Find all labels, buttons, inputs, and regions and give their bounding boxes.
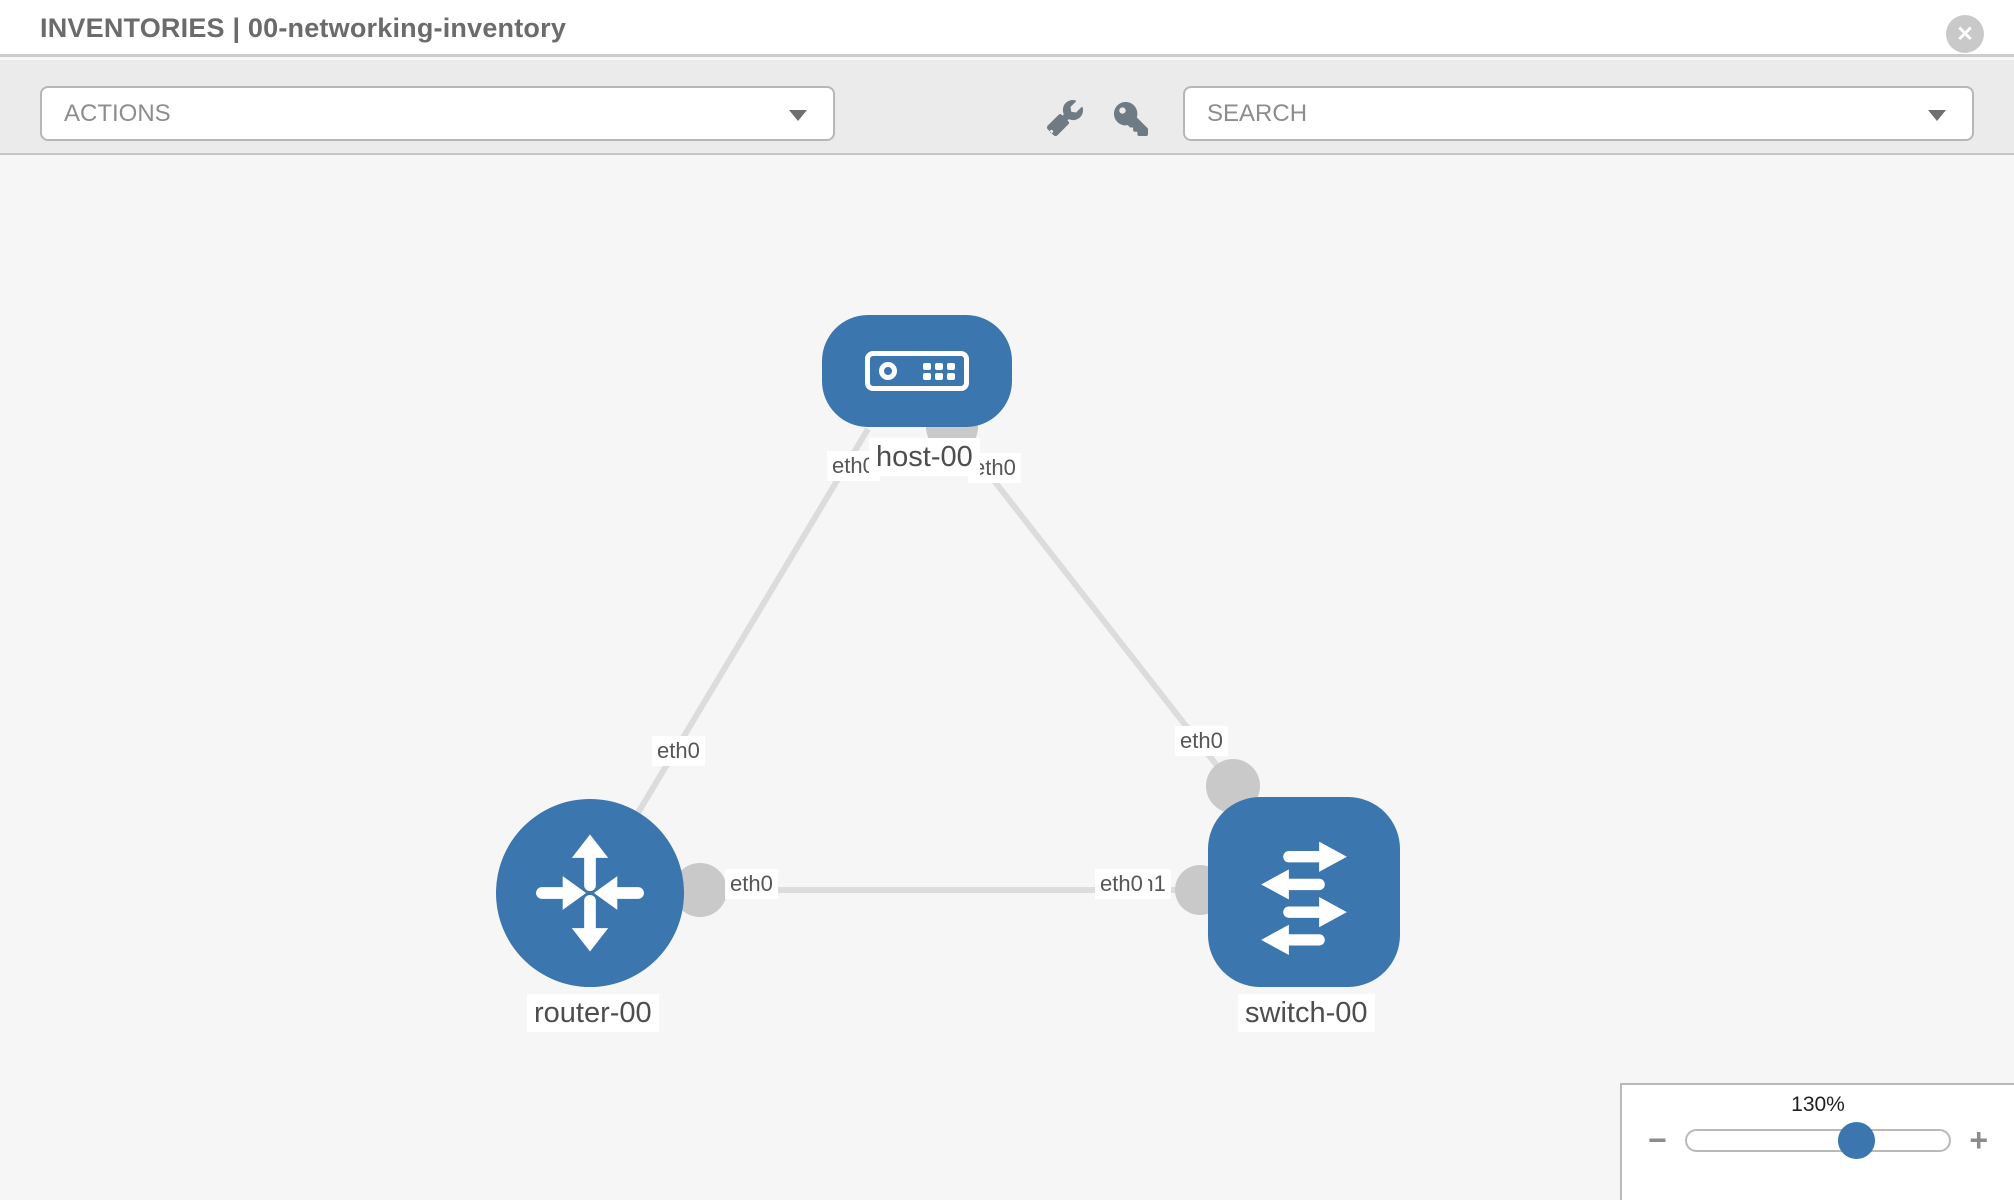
router-icon (536, 834, 644, 952)
topology-canvas[interactable]: eth0 eth0 eth0 eth0 eth0 eth0 eth1 host-… (0, 157, 2014, 1200)
zoom-panel: 130% − + (1620, 1083, 2014, 1200)
page-title: INVENTORIES | 00-networking-inventory (40, 13, 567, 43)
interface-label: eth0 (1095, 869, 1148, 899)
close-icon: ✕ (1956, 22, 1974, 46)
interface-label: eth0 (725, 869, 778, 899)
interface-label: eth0 (1175, 726, 1228, 756)
toolbar: ACTIONS SEARCH (0, 60, 2014, 155)
node-label-router: router-00 (527, 994, 659, 1032)
wrench-icon[interactable] (1047, 100, 1083, 136)
link-layer (587, 401, 1260, 917)
zoom-level-value: 130% (1791, 1093, 1845, 1116)
zoom-slider-thumb[interactable] (1838, 1121, 1876, 1159)
key-icon[interactable] (1114, 102, 1148, 136)
node-router-00[interactable] (496, 799, 684, 987)
chevron-down-icon (1928, 110, 1946, 121)
node-label-host: host-00 (869, 438, 980, 476)
node-label-switch: switch-00 (1238, 994, 1375, 1032)
chevron-down-icon (789, 110, 807, 121)
header: INVENTORIES | 00-networking-inventory ✕ (0, 0, 2014, 57)
switch-icon (1261, 841, 1347, 955)
interface-label: eth0 (652, 736, 705, 766)
node-host-00[interactable] (822, 315, 1012, 427)
search-dropdown[interactable]: SEARCH (1183, 86, 1974, 141)
close-button[interactable]: ✕ (1946, 15, 1984, 53)
host-icon (865, 351, 969, 391)
zoom-out-button[interactable]: − (1648, 1122, 1667, 1158)
search-dropdown-label: SEARCH (1207, 100, 1308, 127)
zoom-slider[interactable] (1684, 1121, 1952, 1159)
node-switch-00[interactable] (1208, 797, 1400, 987)
interface-connector (673, 863, 727, 917)
actions-dropdown[interactable]: ACTIONS (40, 86, 835, 141)
zoom-in-button[interactable]: + (1969, 1122, 1988, 1158)
actions-dropdown-label: ACTIONS (64, 100, 171, 127)
